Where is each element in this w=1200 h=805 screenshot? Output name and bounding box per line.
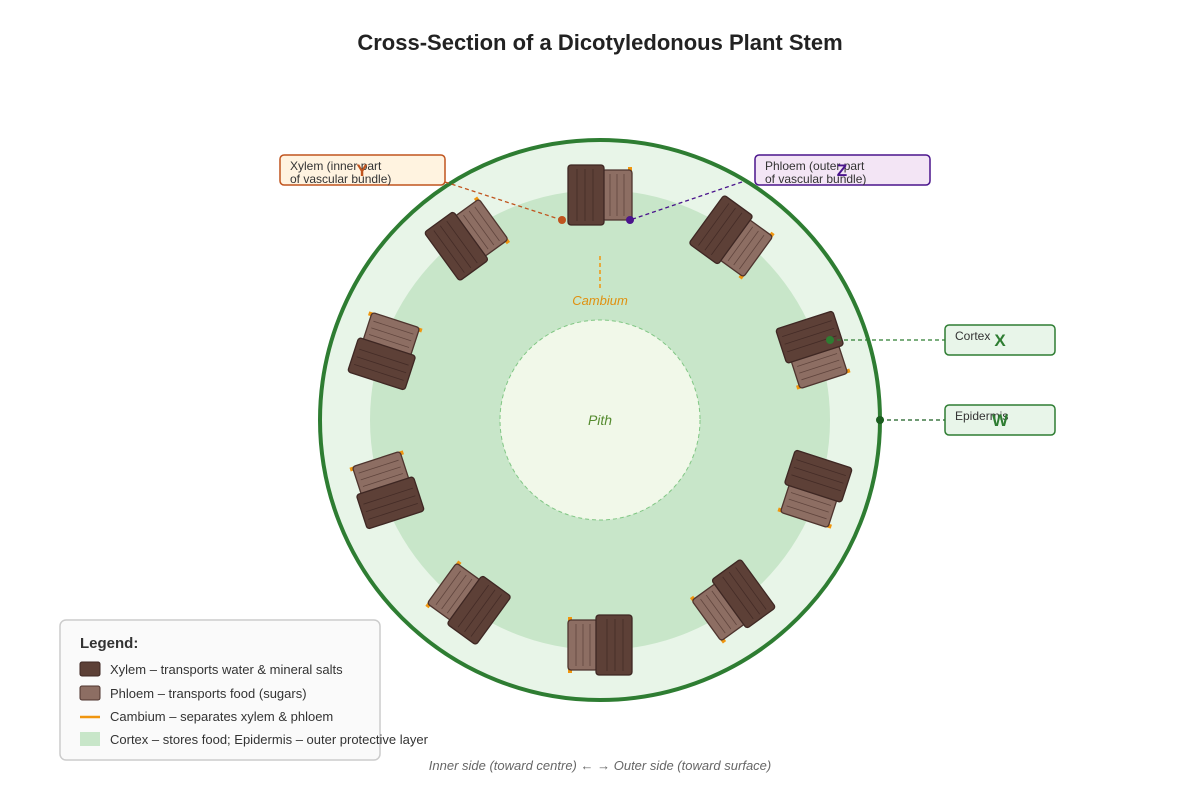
xylem-block bbox=[424, 211, 489, 281]
callout-w-text: Epidermis bbox=[955, 409, 1008, 423]
callout-y-box bbox=[279, 154, 446, 186]
phloem-block bbox=[567, 619, 599, 671]
xylem-block bbox=[775, 310, 844, 364]
legend-xylem-swatch bbox=[79, 661, 101, 677]
vascular-bundle bbox=[424, 196, 511, 281]
vascular-bundle bbox=[777, 449, 853, 529]
diagram-title: Cross-Section of a Dicotyledonous Plant … bbox=[357, 30, 842, 55]
callout-y-line1: Xylem (inner part bbox=[290, 159, 382, 173]
xylem-block bbox=[447, 575, 511, 645]
callout-w-box bbox=[944, 404, 1056, 436]
legend: Legend: Xylem – transports water & miner… bbox=[59, 619, 429, 761]
callout-y-line2: of vascular bundle) bbox=[290, 172, 391, 186]
callout-z-box bbox=[754, 154, 931, 186]
callout-w-letter: W bbox=[992, 411, 1009, 430]
xylem-block bbox=[347, 337, 416, 391]
callout-z: Phloem (outer part of vascular bundle) Z bbox=[626, 154, 931, 224]
legend-title: Legend: bbox=[80, 635, 138, 652]
pith-region bbox=[499, 319, 701, 521]
legend-xylem-text: Xylem – transports water & mineral salts bbox=[110, 662, 343, 677]
orientation-footer: Inner side (toward centre) ← → Outer sid… bbox=[429, 758, 771, 773]
callout-x-dot bbox=[826, 336, 834, 344]
callout-z-letter: Z bbox=[837, 161, 847, 180]
callout-y-letter: Y bbox=[356, 161, 368, 180]
callout-z-dot bbox=[626, 216, 634, 224]
vascular-bundle bbox=[349, 450, 425, 530]
xylem-block bbox=[595, 614, 633, 676]
callout-x-text: Cortex bbox=[955, 329, 990, 343]
phloem-block bbox=[455, 199, 508, 257]
vascular-bundle bbox=[689, 195, 775, 280]
phloem-block bbox=[692, 583, 745, 641]
vascular-bundle bbox=[347, 311, 423, 391]
callout-y: Xylem (inner part of vascular bundle) Y bbox=[279, 154, 566, 224]
vascular-bundle bbox=[567, 614, 633, 676]
xylem-block bbox=[711, 559, 776, 629]
callout-w: Epidermis W bbox=[876, 404, 1056, 436]
callout-z-leader bbox=[629, 181, 743, 221]
phloem-block bbox=[601, 169, 633, 221]
cambium-label: Cambium bbox=[572, 293, 628, 308]
callout-z-line2: of vascular bundle) bbox=[765, 172, 866, 186]
legend-cortex-text: Cortex – stores food; Epidermis – outer … bbox=[110, 732, 429, 747]
legend-phloem-swatch bbox=[79, 685, 101, 701]
callout-x-box bbox=[944, 324, 1056, 356]
callout-y-dot bbox=[558, 216, 566, 224]
xylem-block bbox=[784, 449, 853, 503]
legend-cortex-swatch bbox=[80, 732, 100, 746]
xylem-block bbox=[356, 476, 425, 530]
vascular-bundle bbox=[689, 559, 776, 644]
callout-w-dot bbox=[876, 416, 884, 424]
vascular-bundle bbox=[567, 164, 633, 226]
pith-label: Pith bbox=[588, 412, 612, 428]
xylem-block bbox=[567, 164, 605, 226]
callout-x: Cortex X bbox=[826, 324, 1056, 356]
vascular-bundle bbox=[425, 560, 511, 645]
callout-x-letter: X bbox=[994, 331, 1006, 350]
legend-cambium-text: Cambium – separates xylem & phloem bbox=[110, 709, 333, 724]
legend-phloem-text: Phloem – transports food (sugars) bbox=[110, 686, 307, 701]
vascular-bundles bbox=[347, 164, 853, 676]
xylem-block bbox=[689, 195, 753, 265]
legend-box bbox=[59, 619, 381, 761]
vascular-bundle bbox=[775, 310, 851, 390]
callout-z-line1: Phloem (outer part bbox=[765, 159, 865, 173]
